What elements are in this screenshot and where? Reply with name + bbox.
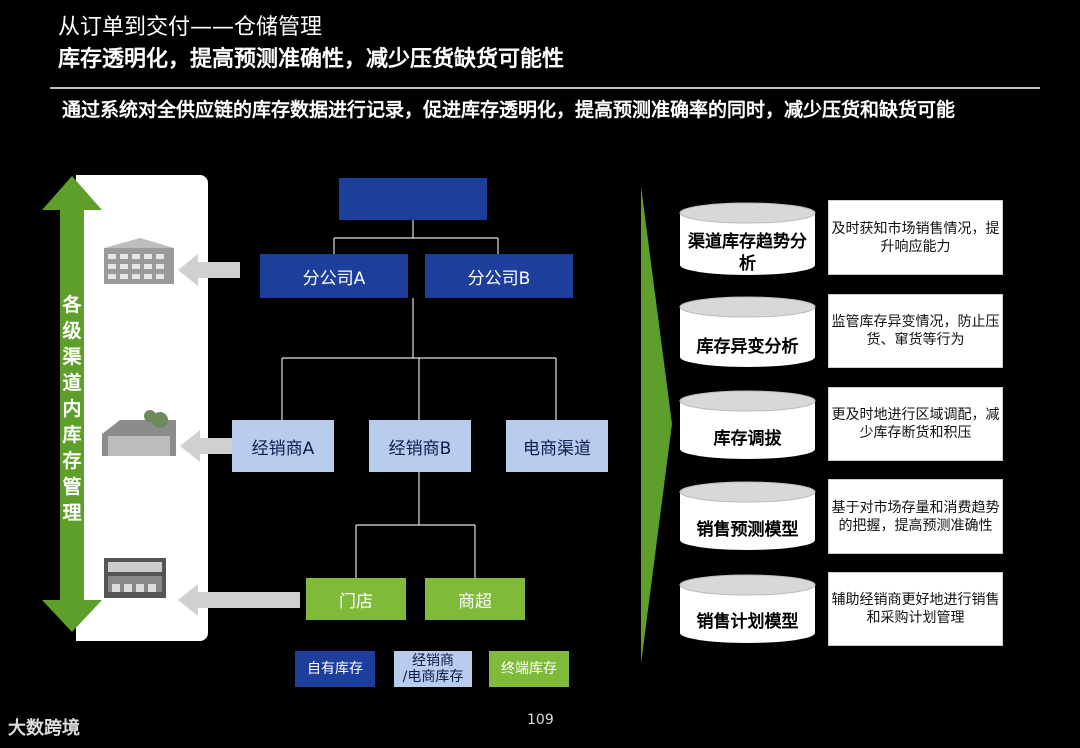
cylinder-3 [679,390,816,459]
warehouse-icon [102,410,176,456]
cylinder-2 [679,296,816,367]
branch-a-box: 分公司A [260,254,408,298]
feature-desc-1: 及时获知市场销售情况，提升响应能力 [828,200,1003,275]
cylinder-1 [679,202,816,275]
legend-own-inventory: 自有库存 [295,651,375,687]
feature-desc-4: 基于对市场存量和消费趋势的把握，提高预测准确性 [828,479,1003,554]
dealer-a-box: 经销商A [232,420,334,472]
legend-dealer-inventory: 经销商 /电商库存 [394,651,472,687]
cylinders [679,202,816,643]
office-building-icon [104,238,174,284]
feature-label: 库存异变分析 [696,337,799,357]
feature-label: 库存调拔 [713,429,782,449]
cylinder-4 [679,481,816,550]
ecommerce-channel-box: 电商渠道 [506,420,608,472]
cylinder-5 [679,574,816,643]
side-label: 各级渠道内库存管理 [62,294,82,524]
title-divider [50,87,1040,89]
grey-arrow-1 [178,254,240,286]
feature-1: 渠道库存趋势分析 [680,231,815,275]
page-number: 109 [527,712,554,728]
grey-arrow-2 [180,430,238,462]
page-subtitle: 库存透明化，提高预测准确性，减少压货缺货可能性 [58,47,565,72]
branch-b-box: 分公司B [425,254,573,298]
watermark-logo: 大数跨境 [8,718,80,739]
feature-desc-2: 监管库存异变情况，防止压货、窜货等行为 [828,294,1003,368]
store-box: 门店 [306,578,406,620]
feature-desc-3: 更及时地进行区域调配，减少库存断货和积压 [828,387,1003,461]
feature-label: 销售预测模型 [696,520,799,540]
store-icon [104,558,166,598]
feature-3: 库存调拔 [680,428,815,450]
intro-text: 通过系统对全供应链的库存数据进行记录，促进库存透明化，提高预测准确率的同时，减少… [62,99,956,121]
supermarket-box: 商超 [425,578,525,620]
dealer-b-box: 经销商B [369,420,471,472]
feature-4: 销售预测模型 [680,519,815,541]
feature-desc-5: 辅助经销商更好地进行销售和采购计划管理 [828,572,1003,646]
grey-arrow-3 [178,584,300,616]
legend-terminal-inventory: 终端库存 [489,651,569,687]
org-connectors [281,220,557,578]
page-title: 从订单到交付——仓储管理 [58,15,323,40]
vertical-double-arrow [42,176,102,632]
feature-5: 销售计划模型 [680,611,815,633]
org-top-box [339,178,487,220]
feature-2: 库存异变分析 [680,336,815,358]
feature-label: 销售计划模型 [696,612,799,632]
flow-chevron [641,186,672,664]
feature-label: 渠道库存趋势分析 [688,232,807,274]
